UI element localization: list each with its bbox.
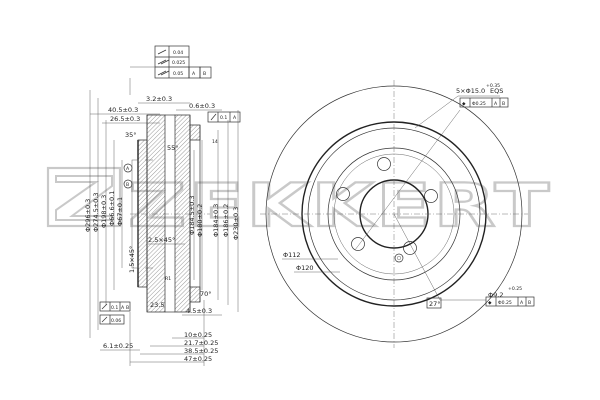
parallelism-icon-2 (157, 70, 170, 76)
bolt-hole (403, 241, 417, 255)
bottom-tol-ref-a: A (121, 305, 125, 311)
dia-198: Φ198±0.3 (100, 195, 108, 228)
flatness-icon (157, 59, 170, 65)
runout-tol: 0.1 (220, 115, 227, 121)
tol-row-1-value: 0.04 (173, 50, 183, 56)
dim-265: 26.5±0.3 (110, 115, 140, 123)
bottom-tol-ref-b: B (126, 305, 129, 311)
dia-184: Φ184±0.3 (212, 204, 220, 237)
dim-lines-right (193, 110, 239, 312)
dim-45: 4.5±0.3 (186, 307, 212, 315)
brand-logo-emblem (46, 166, 122, 228)
dim-14: 14 (212, 139, 218, 145)
dia-67: Φ67±0.1 (116, 197, 124, 226)
dim-offset-b: 0.6±0.3 (189, 102, 215, 110)
dia-186: Φ186±0.2 (222, 204, 230, 237)
small-hole-position-tol: Φ0.25 (498, 300, 512, 306)
locating-hole (394, 253, 404, 263)
bottom-dim-4: 47±0.25 (184, 355, 212, 363)
tol-row-3-ref-b: B (203, 71, 206, 77)
disc-profile (130, 114, 210, 313)
tol-row-2-value: 0.025 (172, 60, 185, 66)
dim-offset-a: 3.2±0.3 (146, 95, 172, 103)
angle-55: 55° (167, 144, 179, 152)
holes-ref-a: A (494, 101, 498, 107)
bolt-hole (377, 157, 391, 171)
pcd-112: Φ112 (283, 251, 301, 259)
small-hole-ref-a: A (520, 300, 524, 306)
angle-27: 27° (429, 300, 441, 308)
bottom-runout-icon (101, 303, 108, 310)
angle-35: 35° (125, 131, 137, 139)
small-hole-position-icon: ◆ (488, 301, 492, 306)
bottom-dim-2: 21.7±0.25 (184, 339, 218, 347)
dia-296: Φ296±0.3 (84, 199, 92, 232)
runout-frame: 0.1 A 14 (207, 111, 241, 145)
section-view: 0.04 0.025 0.05 A B 3.2±0.3 0.6±0.3 40.5… (84, 45, 241, 366)
bottom-dims (129, 300, 205, 366)
small-hole-callout: Φ9.2 +0.25 ◆ Φ0.25 A B (440, 286, 535, 307)
radius-r1: R1 (165, 276, 171, 282)
holes-count-dia: 5×Φ15.0 (456, 87, 485, 95)
holes-spec: EQS (490, 87, 503, 95)
datum-b-label: B (126, 182, 129, 188)
dia-2745: Φ274.5±0.3 (92, 192, 100, 232)
datum-a-label: A (126, 166, 130, 172)
position-icon: ◆ (462, 102, 466, 107)
holes-tol: +0.35 (486, 83, 500, 89)
dim-235: 23.5 (150, 301, 164, 309)
tol-row-3-ref-a: A (192, 71, 196, 77)
bottom-flat-val: 0.06 (111, 318, 121, 324)
dim-lines-left (89, 90, 123, 338)
holes-position-tol: Φ0.25 (472, 101, 486, 107)
dia-180: Φ180±0.2 (196, 204, 204, 237)
angle-70: 70° (200, 290, 212, 298)
holes-callout: 5×Φ15.0 +0.35 EQS ◆ Φ0.25 A B (414, 83, 509, 129)
pcd-120: Φ120 (296, 264, 314, 272)
parallelism-icon (157, 49, 167, 55)
bottom-tol-val: 0.1 (111, 305, 118, 311)
holes-ref-b: B (502, 101, 505, 107)
dia-230: Φ230±0.3 (232, 207, 240, 240)
chamfer-25: 2.5×45° (148, 236, 175, 244)
small-hole-ref-b: B (528, 300, 531, 306)
chamfer-15: 1.5×45° (128, 246, 136, 273)
bottom-tol-frame: 0.1 A B 0.06 (99, 301, 131, 325)
tolerance-frame: 0.04 0.025 0.05 A B (129, 45, 212, 95)
dim-405: 40.5±0.3 (108, 106, 138, 114)
dim-61: 6.1±0.25 (103, 342, 133, 350)
bolt-hole (424, 189, 438, 203)
small-hole-tol: +0.25 (508, 286, 522, 292)
front-view: 5×Φ15.0 +0.35 EQS ◆ Φ0.25 A B Φ112 Φ120 … (260, 80, 535, 348)
bolt-holes (336, 157, 438, 255)
bolt-hole (336, 187, 350, 201)
runout-arrow-icon (210, 113, 217, 121)
bottom-dim-1: 10±0.25 (184, 331, 212, 339)
small-hole-dia: Φ9.2 (488, 291, 503, 299)
dia-1845: Φ184.5±0.3 (188, 195, 196, 235)
bottom-dim-3: 38.5±0.25 (184, 347, 218, 355)
dia-666: Φ66.6±0.1 (108, 191, 116, 226)
bolt-hole (351, 237, 365, 251)
tol-row-3-value: 0.05 (173, 71, 183, 77)
runout-ref: A (233, 115, 237, 121)
bottom-flat-icon (101, 316, 108, 323)
